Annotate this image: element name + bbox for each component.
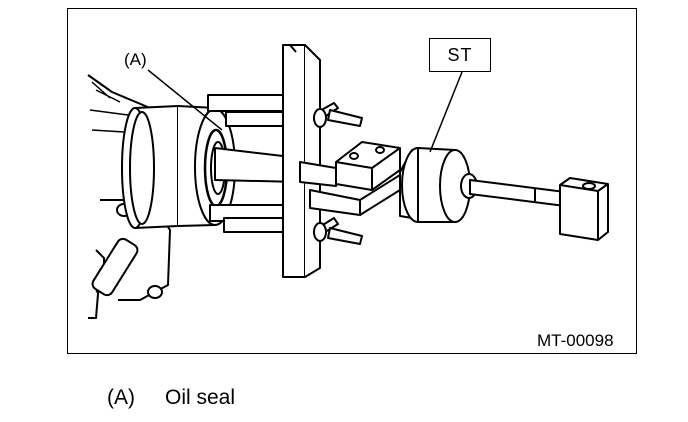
- legend-row: (A) Oil seal: [107, 386, 235, 410]
- puller-crossbar: [282, 44, 306, 278]
- legend-key: (A): [107, 386, 135, 409]
- callout-label-a: (A): [124, 50, 147, 69]
- legend-text: Oil seal: [165, 386, 236, 409]
- figure-id: MT-00098: [537, 331, 614, 350]
- hammer-handle: [559, 177, 609, 241]
- callout-st-box: ST: [429, 38, 491, 72]
- callout-st-label: ST: [447, 44, 473, 65]
